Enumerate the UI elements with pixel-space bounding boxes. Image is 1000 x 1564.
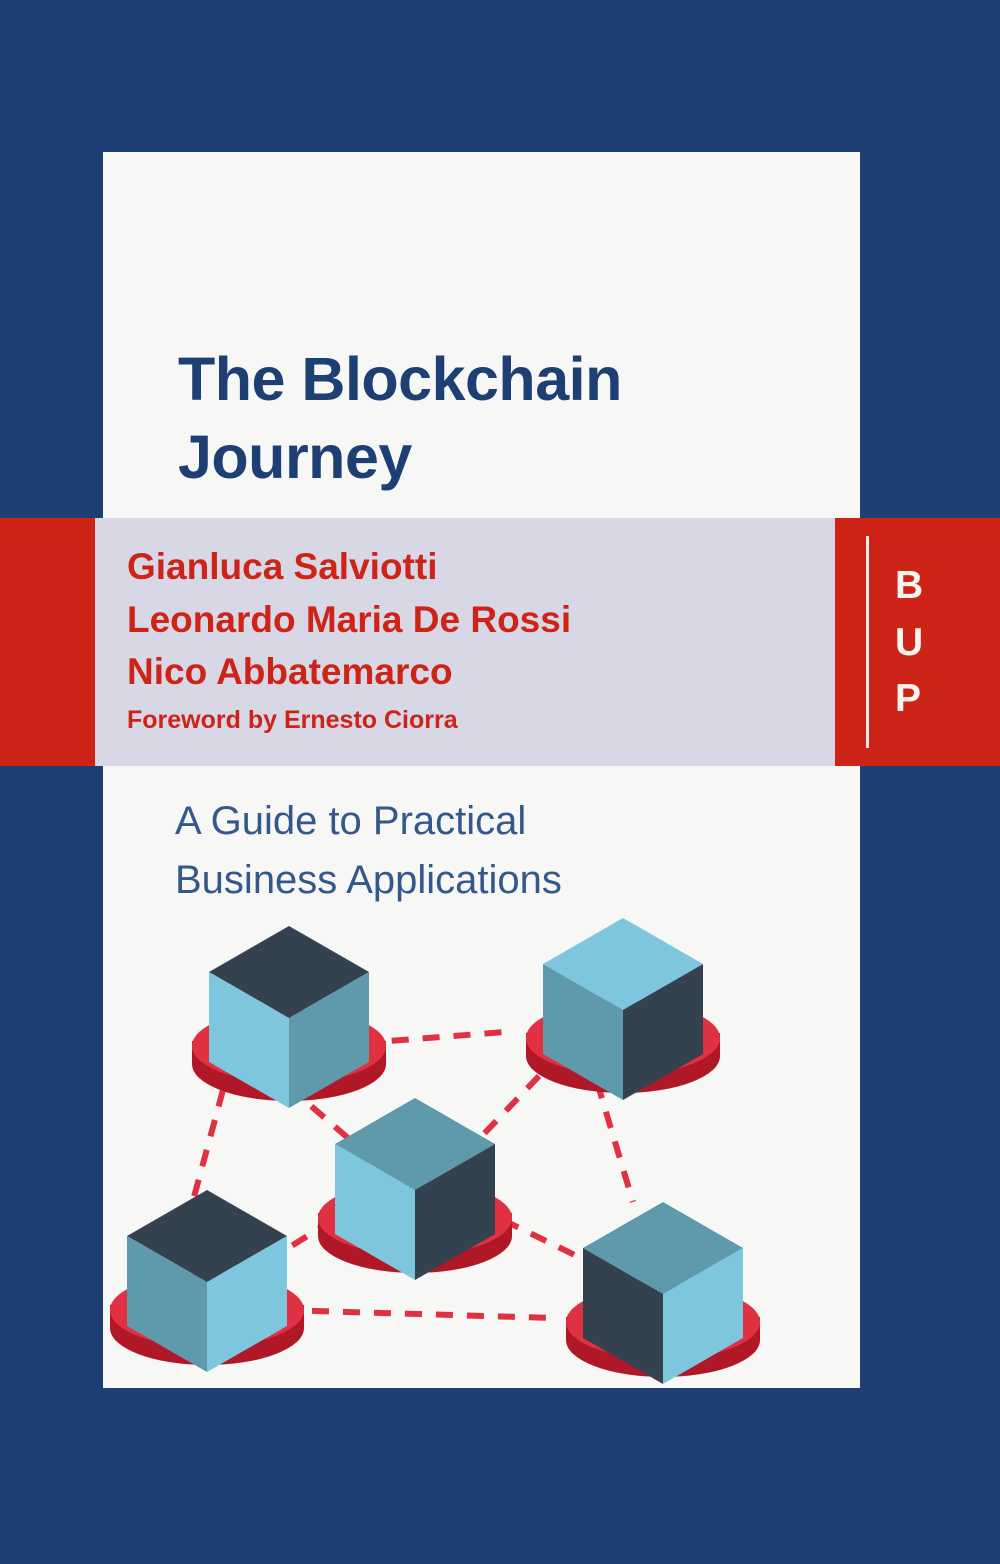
node-top-left <box>192 926 386 1108</box>
author-name-1: Gianluca Salviotti <box>127 546 438 587</box>
node-cube <box>335 1098 495 1280</box>
logo-letter-p: P <box>895 677 923 721</box>
blockchain-network-illustration <box>103 890 860 1388</box>
foreword-credit: Foreword by Ernesto Ciorra <box>127 705 458 734</box>
cube-left-face <box>335 1144 415 1280</box>
cube-right-face <box>663 1248 743 1384</box>
connector-topleft-bottomleft <box>188 1089 226 1209</box>
author-name-3: Nico Abbatemarco <box>127 651 453 693</box>
node-center <box>318 1098 512 1280</box>
book-subtitle: A Guide to Practical Business Applicatio… <box>175 792 795 910</box>
cube-left-face <box>543 964 623 1100</box>
author-band <box>95 518 835 766</box>
title-line-1: The Blockchain <box>178 345 622 413</box>
cube-right-face <box>623 964 703 1100</box>
logo-letters: B U P <box>895 536 924 728</box>
subtitle-line-1: A Guide to Practical <box>175 799 527 843</box>
connector-center-bottomright <box>501 1217 591 1265</box>
title-line-2: Journey <box>178 423 412 492</box>
author-name-2: Leonardo Maria De Rossi <box>127 598 572 640</box>
book-title: The Blockchain Journey <box>178 340 818 496</box>
cube-right-face <box>207 1236 287 1372</box>
subtitle-line-2: Business Applications <box>175 857 562 902</box>
logo-vertical-rule <box>866 536 869 748</box>
cube-left-face <box>127 1236 207 1372</box>
node-cube <box>583 1202 743 1384</box>
cube-left-face <box>209 972 289 1108</box>
publisher-logo-bup: B U P <box>866 536 924 748</box>
node-cube <box>127 1190 287 1372</box>
node-cube <box>209 926 369 1108</box>
cube-left-face <box>583 1248 663 1384</box>
logo-letter-b: B <box>895 564 925 607</box>
cube-right-face <box>289 972 369 1108</box>
node-bottom-left <box>110 1190 304 1372</box>
node-top-right <box>526 918 720 1100</box>
author-list: Gianluca Salviotti Leonardo Maria De Ros… <box>127 541 827 739</box>
node-bottom-right <box>566 1202 760 1384</box>
logo-letter-u: U <box>895 620 925 664</box>
connector-bottomleft-bottomright <box>280 1307 554 1321</box>
connector-topright-bottomright <box>594 1081 636 1203</box>
cube-right-face <box>415 1144 495 1280</box>
node-cube <box>543 918 703 1100</box>
